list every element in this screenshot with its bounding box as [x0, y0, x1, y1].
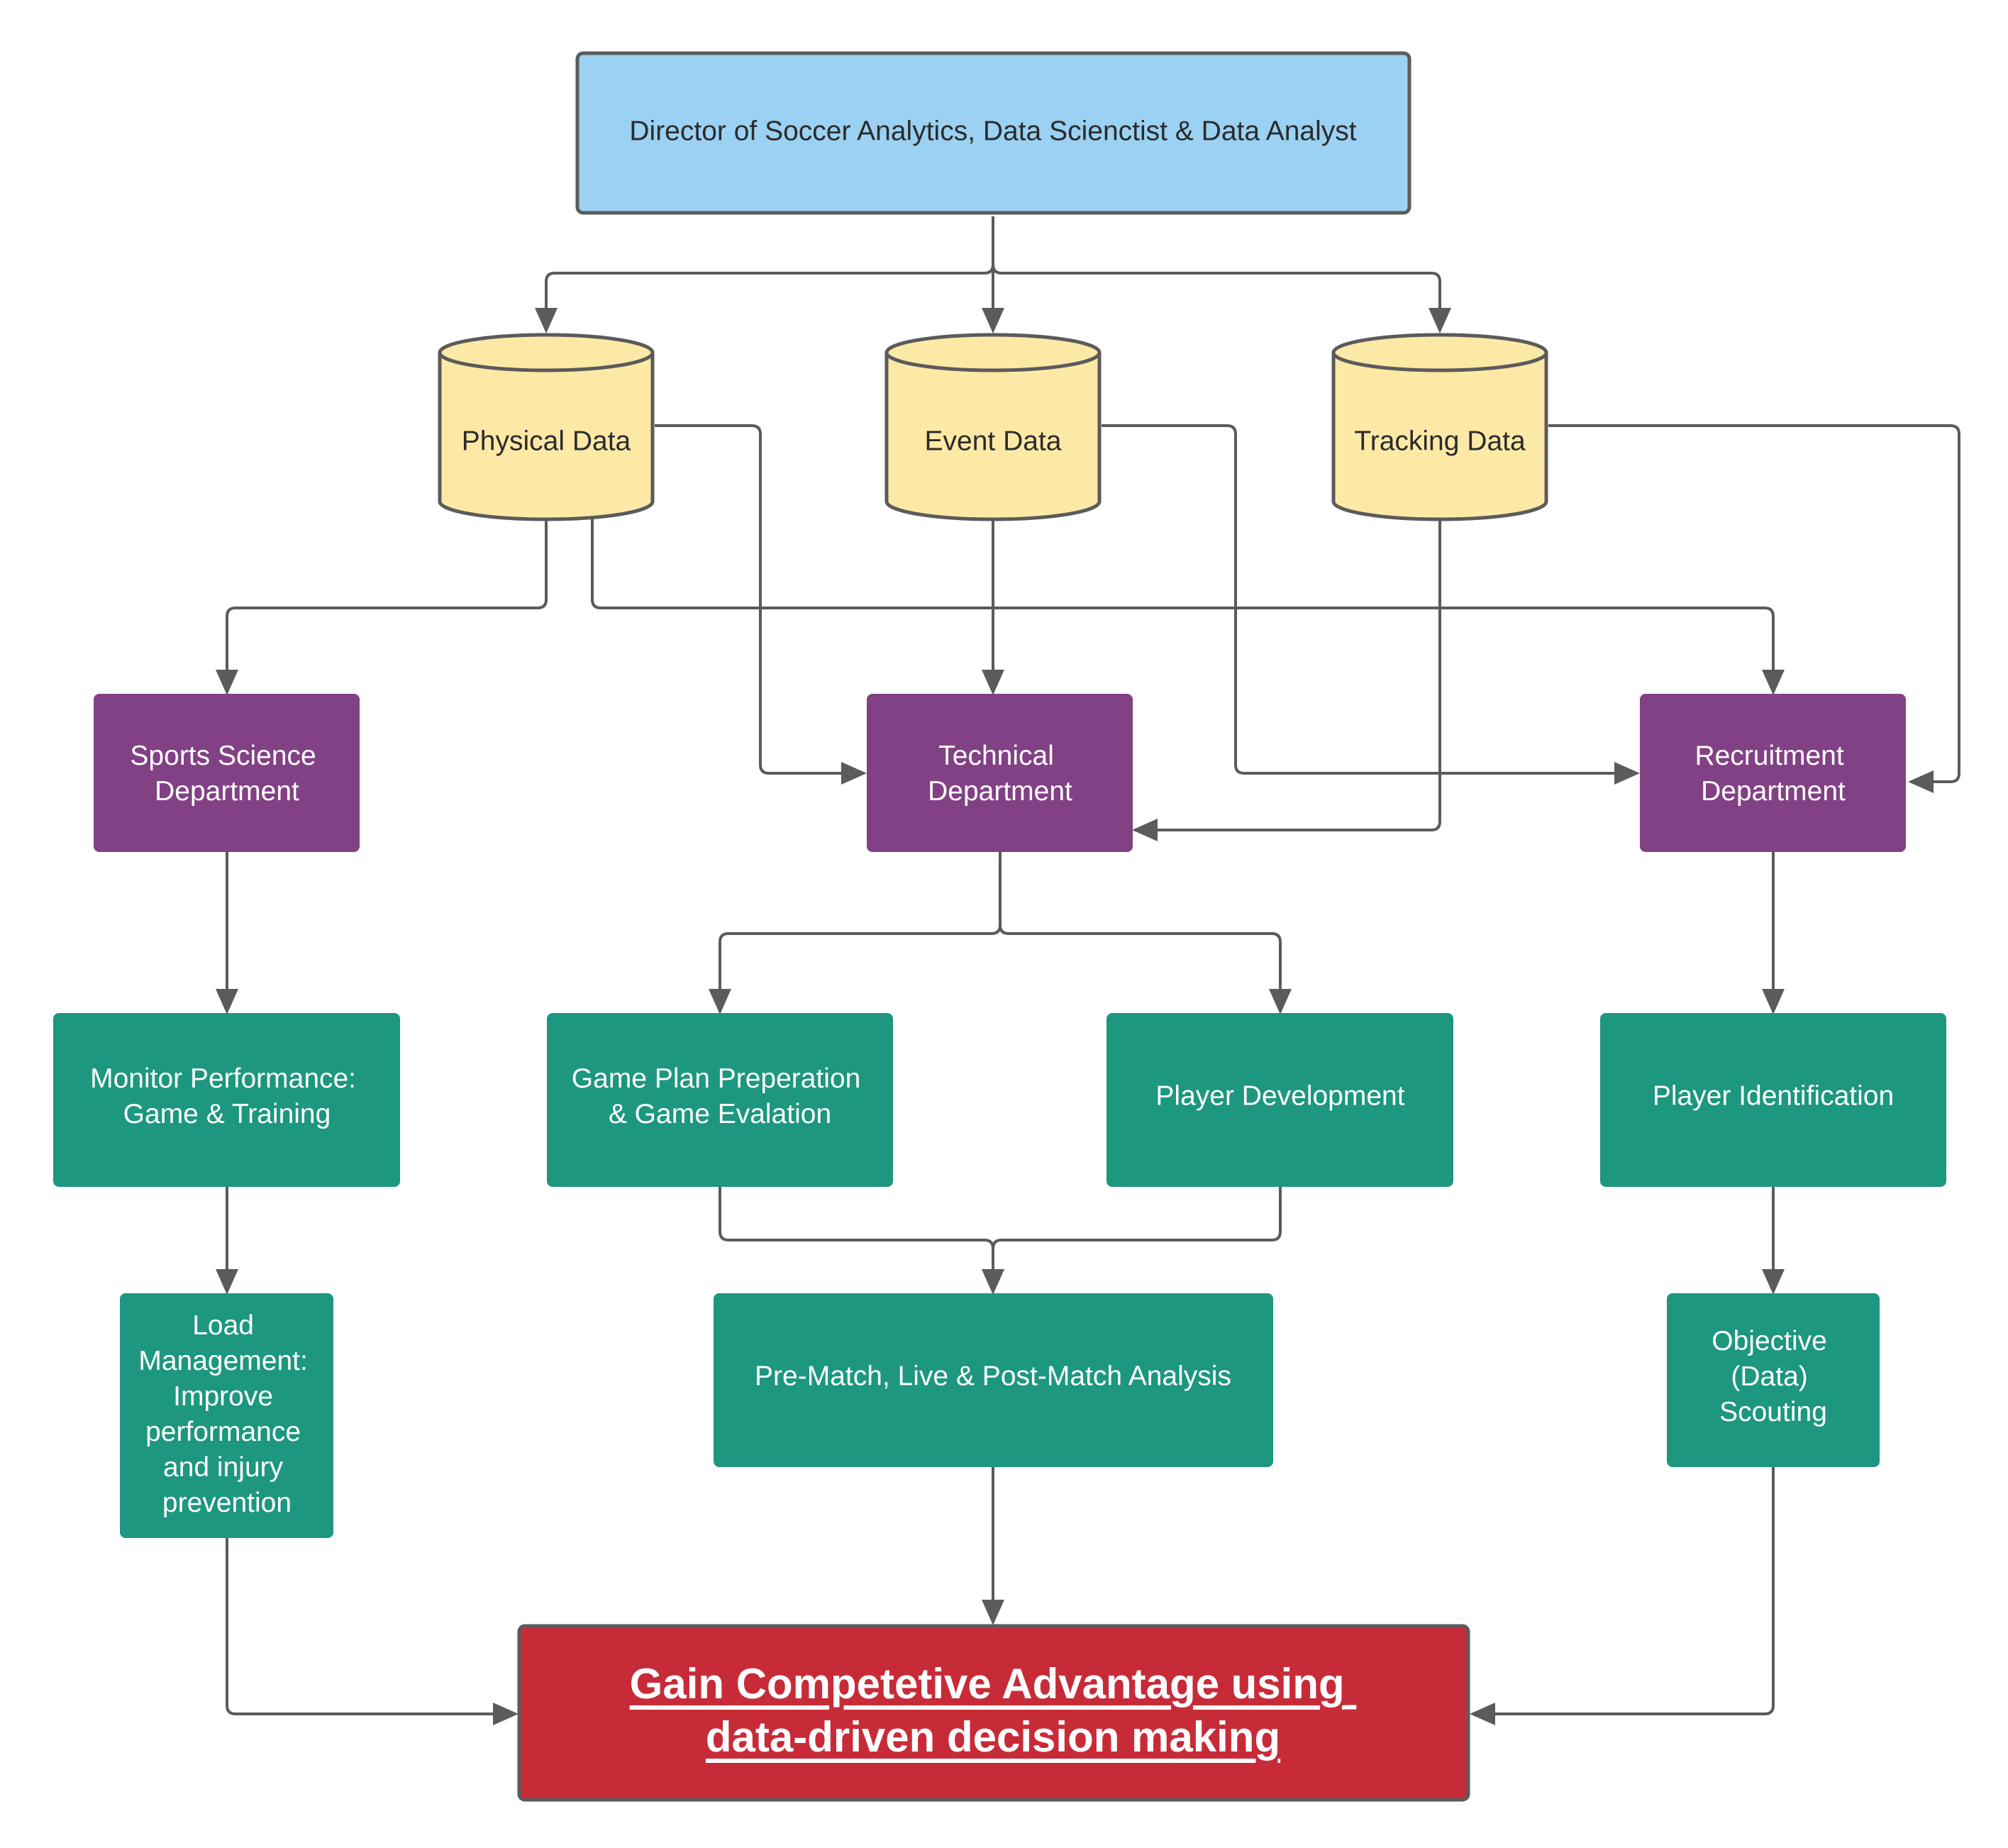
edge-physical-to-technical — [655, 424, 867, 785]
sports-science-department-label: Sports Science Department — [130, 741, 323, 807]
load-management-label: Load Management: Improve performance and… — [138, 1310, 315, 1518]
goal-node: Gain Competetive Advantage using data-dr… — [517, 1624, 1470, 1802]
technical-department-node: Technical Department — [867, 694, 1133, 852]
load-management-node: Load Management: Improve performance and… — [120, 1293, 333, 1538]
edge-director-to-physical-data — [535, 216, 994, 333]
physical-data-cylinder-rim — [438, 352, 655, 372]
technical-department-label: Technical Department — [928, 741, 1072, 807]
sports-science-department-box — [94, 694, 360, 852]
tracking-data-node: Tracking Data — [1331, 333, 1548, 521]
game-plan-node: Game Plan Preperation & Game Evalation — [547, 1013, 893, 1187]
player-development-node: Player Development — [1106, 1013, 1453, 1187]
edge-tracking-to-technical — [1132, 519, 1441, 841]
edge-tracking-to-recruitment — [1548, 424, 1960, 793]
goal-label: Gain Competetive Advantage using data-dr… — [630, 1660, 1357, 1761]
technical-department-box — [867, 694, 1133, 852]
load-management-box — [120, 1293, 333, 1538]
match-analysis-box — [714, 1293, 1273, 1467]
physical-data-cylinder — [438, 333, 655, 521]
match-analysis-node: Pre-Match, Live & Post-Match Analysis — [714, 1293, 1273, 1467]
game-plan-box — [547, 1013, 893, 1187]
objective-scouting-label: Objective (Data) Scouting — [1712, 1326, 1834, 1427]
edge-event-to-recruitment — [1102, 424, 1640, 785]
edge-technical-to-game-plan — [709, 852, 1002, 1014]
edge-physical-to-sports-science — [216, 519, 548, 695]
monitor-performance-node: Monitor Performance: Game & Training — [53, 1013, 400, 1187]
monitor-performance-label: Monitor Performance: Game & Training — [90, 1063, 364, 1129]
goal-box — [517, 1624, 1470, 1802]
director-label: Director of Soccer Analytics, Data Scien… — [629, 116, 1356, 147]
objective-scouting-box — [1667, 1293, 1880, 1467]
game-plan-label: Game Plan Preperation & Game Evalation — [572, 1063, 868, 1129]
match-analysis-label: Pre-Match, Live & Post-Match Analysis — [755, 1361, 1231, 1392]
player-identification-label: Player Identification — [1653, 1081, 1894, 1112]
edge-technical-to-player-development — [999, 852, 1292, 1014]
tracking-data-cylinder — [1331, 333, 1548, 521]
tracking-data-label: Tracking Data — [1354, 426, 1526, 457]
edge-director-to-tracking-data — [992, 216, 1451, 333]
player-identification-node: Player Identification — [1600, 1013, 1946, 1187]
event-data-cylinder-rim — [884, 352, 1102, 372]
recruitment-department-node: Recruitment Department — [1640, 694, 1906, 852]
recruitment-department-box — [1640, 694, 1906, 852]
edge-physical-to-recruitment — [591, 519, 1785, 695]
player-development-label: Player Development — [1155, 1081, 1404, 1112]
event-data-label: Event Data — [925, 426, 1062, 457]
event-data-node: Event Data — [884, 333, 1102, 521]
recruitment-department-label: Recruitment Department — [1694, 741, 1851, 807]
connectors — [216, 216, 1960, 1725]
objective-scouting-node: Objective (Data) Scouting — [1667, 1293, 1880, 1467]
physical-data-node: Physical Data — [438, 333, 655, 521]
edge-scouting-to-goal — [1470, 1467, 1775, 1725]
director-box — [575, 51, 1411, 215]
edge-player-development-to-match-analysis — [982, 1187, 1282, 1295]
director-node: Director of Soccer Analytics, Data Scien… — [575, 51, 1411, 215]
physical-data-label: Physical Data — [462, 426, 631, 457]
player-development-box — [1106, 1013, 1453, 1187]
tracking-data-cylinder-rim — [1331, 352, 1548, 372]
event-data-cylinder — [884, 333, 1102, 521]
sports-science-department-node: Sports Science Department — [94, 694, 360, 852]
edge-load-management-to-goal — [226, 1538, 518, 1725]
edge-game-plan-to-match-analysis — [719, 1187, 1004, 1295]
monitor-performance-box — [53, 1013, 400, 1187]
player-identification-box — [1600, 1013, 1946, 1187]
